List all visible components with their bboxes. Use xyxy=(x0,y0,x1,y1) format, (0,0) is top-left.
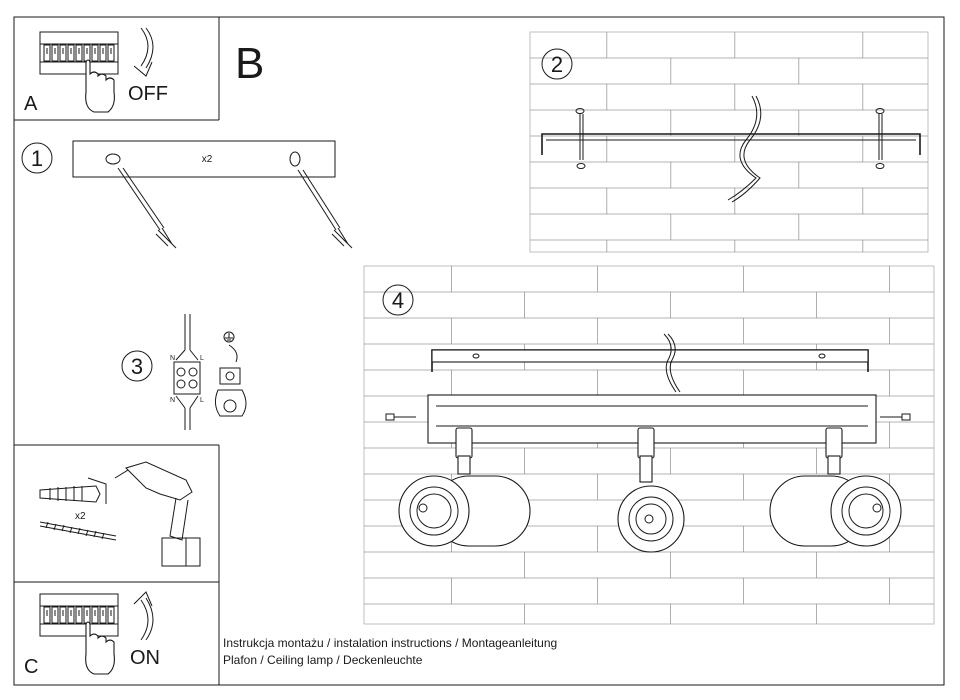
wall-plug-icon xyxy=(39,477,107,504)
terminal-label-l-top: L xyxy=(200,355,204,362)
mounting-template xyxy=(72,140,336,178)
ground-symbol-icon xyxy=(223,331,235,343)
breaker-switch xyxy=(107,44,115,62)
mounting-bracket xyxy=(541,133,921,155)
step-3: 3 N L N L xyxy=(121,314,247,430)
step-1-badge xyxy=(21,142,53,174)
panel-c-action: ON xyxy=(130,647,160,669)
breaker-panel-icon xyxy=(39,31,119,75)
breaker-switch xyxy=(51,606,59,624)
breaker-switch xyxy=(51,44,59,62)
terminal-label-n-bottom: N xyxy=(170,397,175,404)
step-4-number: 4 xyxy=(392,288,404,313)
sheet-border xyxy=(13,16,945,686)
spotlight-left xyxy=(398,427,531,547)
breaker-switch xyxy=(59,606,67,624)
step-3-badge xyxy=(121,350,153,382)
breaker-switch xyxy=(67,44,75,62)
step-3-number: 3 xyxy=(131,354,143,379)
breaker-switch xyxy=(91,606,99,624)
hand-icon xyxy=(85,59,115,113)
mounting-bracket xyxy=(431,349,869,372)
drill-bit-left xyxy=(117,167,177,249)
step-2-number: 2 xyxy=(551,52,563,77)
panel-c: C ON xyxy=(24,591,160,678)
breaker-switch xyxy=(99,606,107,624)
supply-cable xyxy=(727,95,762,203)
spotlight-right xyxy=(769,427,902,547)
panel-a: A OFF xyxy=(24,27,168,115)
footer-instructions: Instrukcja montażu / instalation instruc… xyxy=(223,636,557,650)
screw-icon xyxy=(875,108,885,169)
drill-bit-right xyxy=(297,169,353,249)
supply-cable xyxy=(663,333,681,393)
screw-icon xyxy=(880,413,911,421)
panel-c-letter: C xyxy=(24,656,38,678)
panel-a-letter: A xyxy=(24,93,38,115)
breaker-switch xyxy=(75,44,83,62)
drill-icon xyxy=(114,461,201,567)
terminal-block: N L N L xyxy=(170,314,204,430)
breaker-panel-icon xyxy=(39,593,119,637)
breaker-switch xyxy=(99,44,107,62)
step-2: 2 xyxy=(529,31,929,253)
terminal-label-l-bottom: L xyxy=(200,397,204,404)
step-2-badge xyxy=(541,48,573,80)
breaker-switch xyxy=(59,44,67,62)
arrow-down-icon xyxy=(133,27,154,77)
tools-panel: x2 xyxy=(39,461,201,567)
panel-a-action: OFF xyxy=(128,83,168,105)
breaker-switch xyxy=(107,606,115,624)
template-hole-left xyxy=(105,153,121,165)
tools-quantity: x2 xyxy=(75,511,86,522)
ground-terminal xyxy=(214,344,247,417)
step-1-number: 1 xyxy=(31,146,43,171)
breaker-switch xyxy=(75,606,83,624)
brick-wall-2 xyxy=(529,31,929,253)
section-b-letter: B xyxy=(235,39,264,88)
step-4-badge xyxy=(382,284,414,316)
breaker-switch xyxy=(43,44,51,62)
screw-icon xyxy=(575,108,586,169)
breaker-switch xyxy=(67,606,75,624)
step-4: 4 xyxy=(363,265,935,625)
footer-product: Plafon / Ceiling lamp / Deckenleuchte xyxy=(223,653,423,667)
hand-icon xyxy=(85,621,115,675)
template-hole-right xyxy=(289,151,301,167)
step-1: 1 x2 xyxy=(21,140,353,249)
terminal-label-n-top: N xyxy=(170,355,175,362)
screw-icon xyxy=(385,413,416,421)
spotlight-center xyxy=(617,427,685,553)
breaker-switch xyxy=(43,606,51,624)
arrow-up-icon xyxy=(133,591,154,641)
step-1-quantity: x2 xyxy=(202,154,213,165)
screw-icon xyxy=(39,521,117,541)
breaker-switch xyxy=(91,44,99,62)
